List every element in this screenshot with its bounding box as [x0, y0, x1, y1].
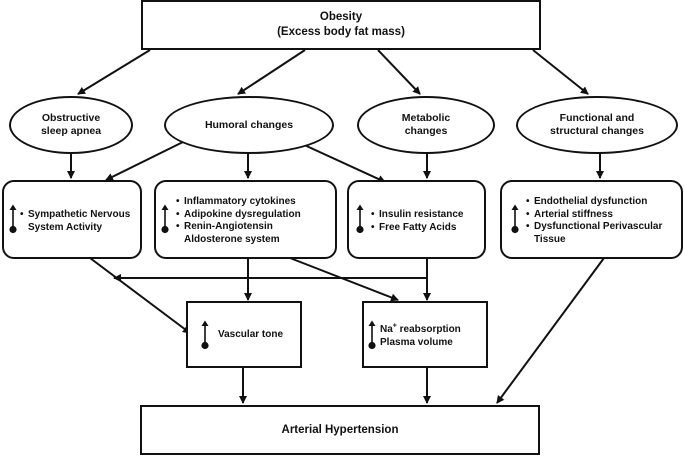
arrow-humoral-sns [105, 140, 186, 181]
obesity-subtitle: (Excess body fat mass) [277, 26, 405, 38]
box-sodium-reabsorption: Na+ reabsorption Plasma volume [362, 301, 488, 368]
list-item: Insulin resistance [371, 209, 463, 222]
ellipse-metabolic-line1: Metabolic [401, 112, 451, 124]
arrow-sns-vascular [89, 257, 191, 334]
box-functional: Endothelial dysfunction Arterial stiffne… [500, 180, 683, 259]
arrow-obesity-osa [77, 49, 151, 95]
ellipse-humoral-line1: Humoral changes [204, 118, 294, 131]
obesity-title: Obesity [319, 11, 363, 23]
obesity-box: Obesity (Excess body fat mass) [141, 0, 541, 50]
up-arrow-icon [511, 204, 519, 234]
arrow-humoral-metabolic [299, 142, 386, 183]
list-item: Inflammatory cytokines [176, 196, 301, 209]
sodium-label: Na+ reabsorption Plasma volume [380, 322, 461, 348]
ellipse-metabolic-changes: Metabolic changes [357, 96, 495, 154]
up-arrow-icon [161, 204, 169, 234]
box-metabolic: Insulin resistance Free Fatty Acids [347, 180, 486, 259]
box-vascular-tone: Vascular tone [186, 301, 302, 368]
ellipse-humoral-changes: Humoral changes [164, 96, 334, 154]
metabolic-list: Insulin resistance Free Fatty Acids [371, 209, 463, 234]
humoral-list: Inflammatory cytokines Adipokine dysregu… [176, 196, 301, 246]
box-humoral: Inflammatory cytokines Adipokine dysregu… [154, 180, 337, 259]
ellipse-functional-structural: Functional and structural changes [516, 96, 678, 154]
ellipse-functional-line1: Functional and [559, 112, 635, 124]
arrow-functional-bottom [496, 257, 605, 404]
ellipse-osa-line2: sleep apnea [40, 125, 102, 137]
functional-list: Endothelial dysfunction Arterial stiffne… [526, 196, 662, 246]
list-item: Adipokine dysregulation [176, 209, 301, 222]
vascular-tone-label: Vascular tone [218, 329, 284, 340]
ellipse-functional-line2: structural changes [550, 125, 644, 137]
arrow-obesity-metabolic [377, 49, 421, 95]
ellipse-metabolic-line2: changes [404, 125, 448, 137]
up-arrow-icon [201, 320, 209, 350]
up-arrow-icon [368, 320, 376, 350]
arrow-humoral-sodium [289, 257, 399, 302]
list-item: Free Fatty Acids [371, 222, 463, 235]
up-arrow-icon [9, 204, 17, 234]
arterial-hypertension-box: Arterial Hypertension [140, 405, 540, 455]
arrow-obesity-humoral [237, 49, 306, 95]
arrow-obesity-functional [532, 49, 589, 95]
list-item: Endothelial dysfunction [526, 196, 662, 209]
list-item: Arterial stiffness [526, 209, 662, 222]
ellipse-osa-line1: Obstructive [41, 112, 101, 124]
ellipse-obstructive-sleep-apnea: Obstructive sleep apnea [9, 96, 133, 154]
arterial-hypertension-label: Arterial Hypertension [281, 424, 399, 436]
up-arrow-icon [356, 204, 364, 234]
